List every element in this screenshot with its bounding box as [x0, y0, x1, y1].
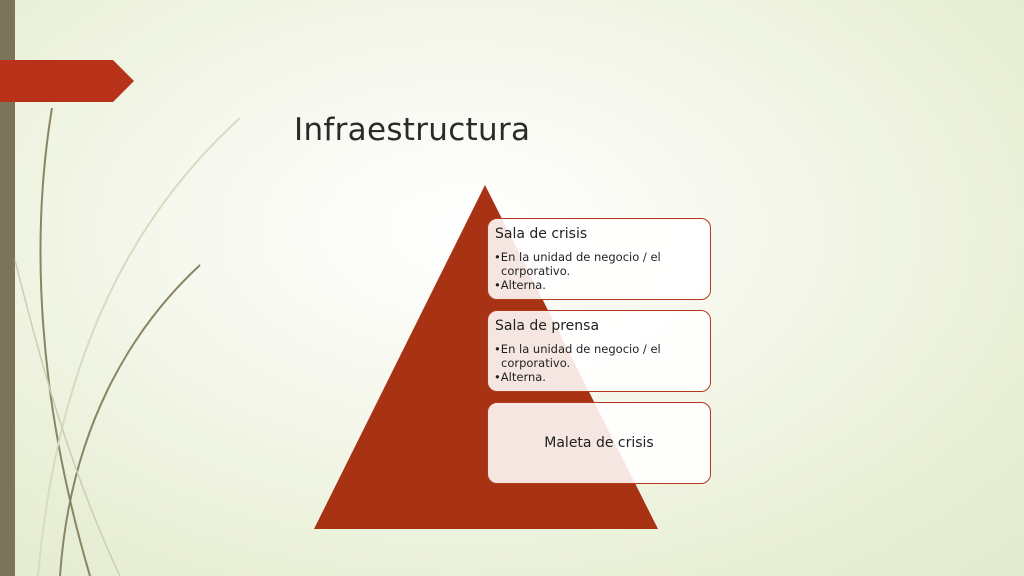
bullet-item: En la unidad de negocio / el corporativo…: [494, 250, 706, 278]
bullet-item: En la unidad de negocio / el corporativo…: [494, 342, 706, 370]
bullet-item: Alterna.: [494, 370, 706, 384]
slide-title: Infraestructura: [294, 112, 531, 148]
bullet-item: Alterna.: [494, 278, 706, 292]
level-bullet-list: En la unidad de negocio / el corporativo…: [494, 250, 706, 292]
pyramid-level-sala-de-prensa: Sala de prensa En la unidad de negocio /…: [487, 310, 711, 392]
decorative-swooshes: [14, 107, 241, 576]
level-bullet-list: En la unidad de negocio / el corporativo…: [494, 342, 706, 384]
left-sidebar-bar: [0, 0, 15, 576]
level-heading: Maleta de crisis: [544, 435, 654, 451]
red-arrow-tab: [0, 60, 134, 102]
level-heading: Sala de crisis: [495, 226, 588, 242]
level-heading: Sala de prensa: [495, 318, 600, 334]
pyramid-level-sala-de-crisis: Sala de crisis En la unidad de negocio /…: [487, 218, 711, 300]
pyramid-level-maleta-de-crisis: Maleta de crisis: [487, 402, 711, 484]
